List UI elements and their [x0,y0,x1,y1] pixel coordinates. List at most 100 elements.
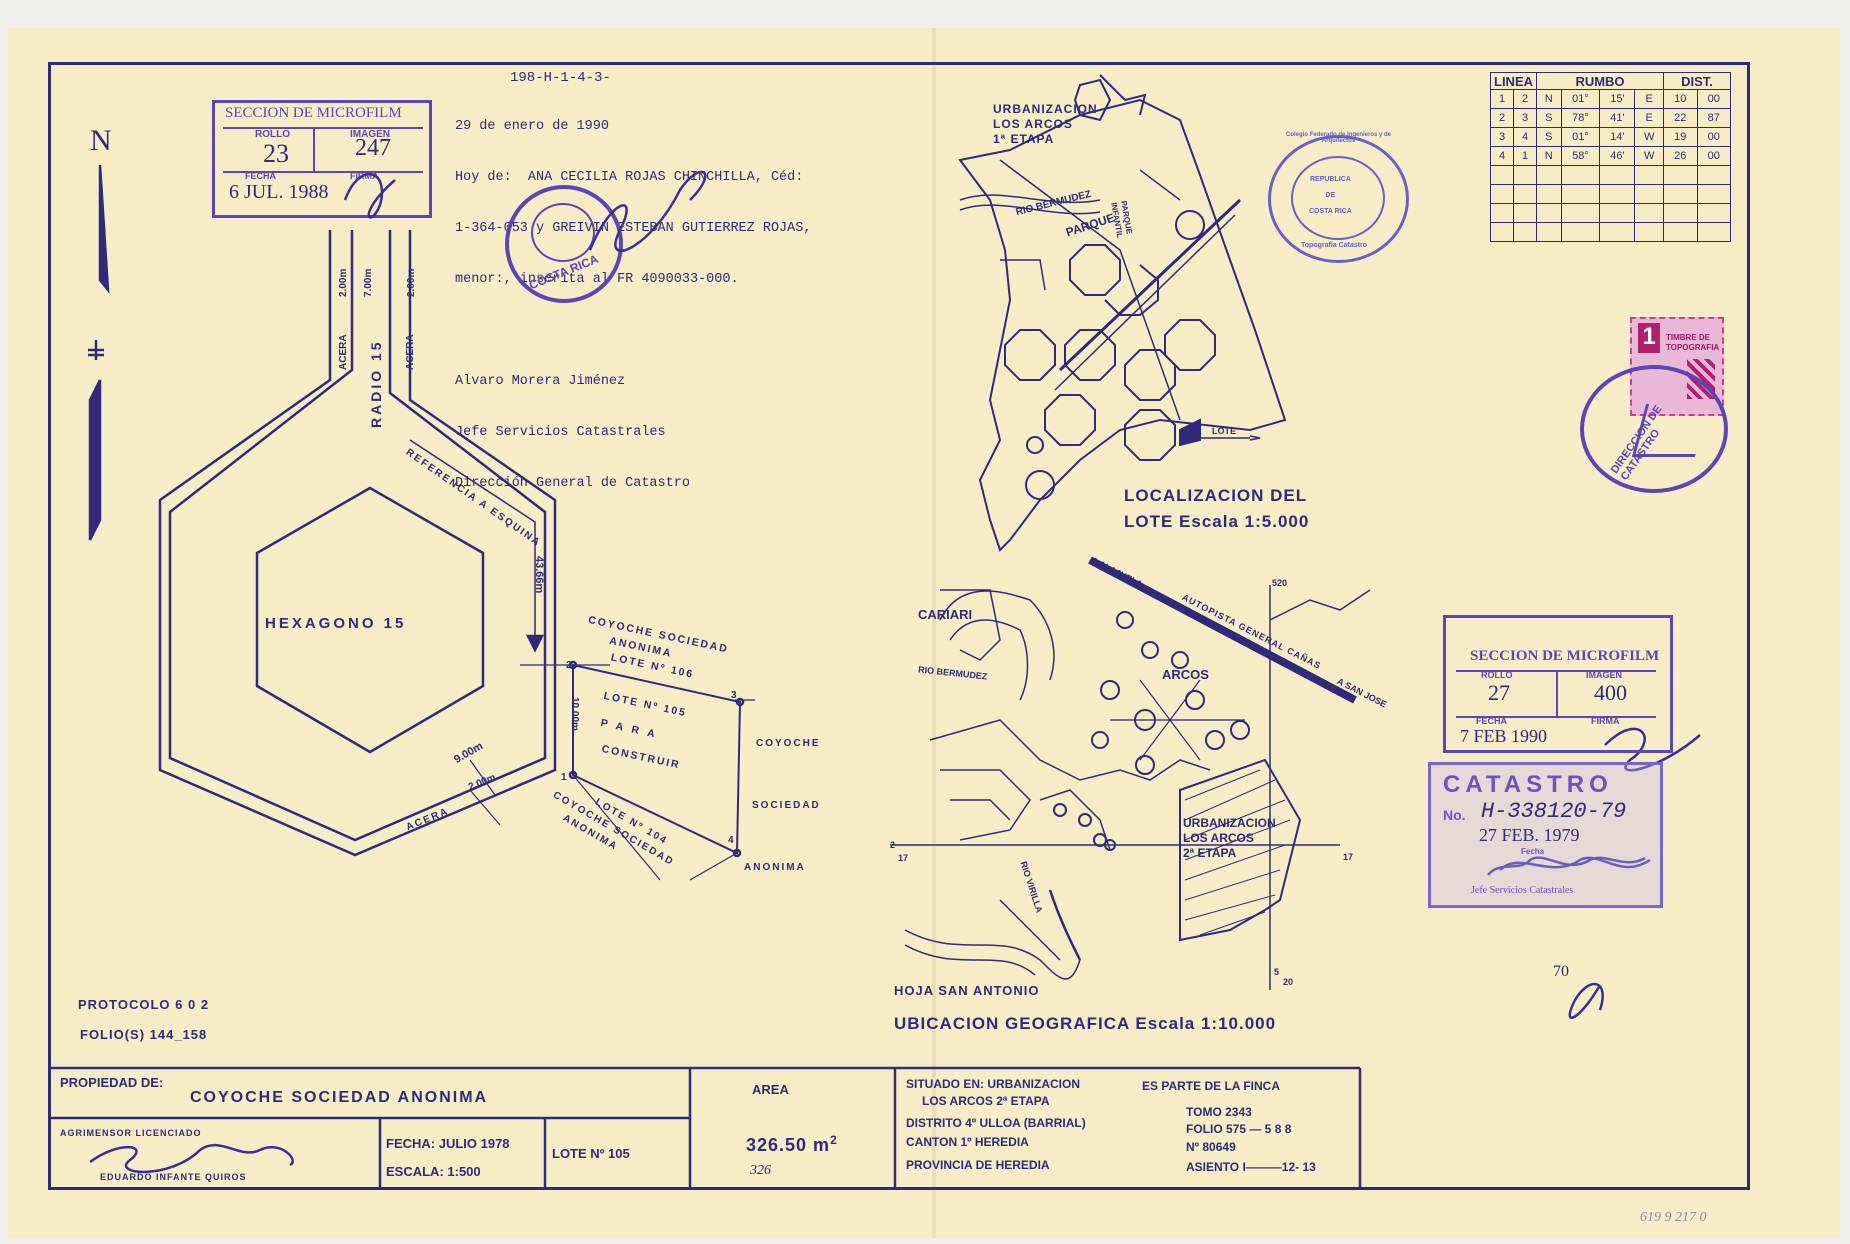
colegio-top: Colegio Federado de Ingenieros y de Arqu… [1285,132,1392,144]
header-dist: DIST. [1663,72,1731,90]
cell: 01° [1560,89,1601,109]
rollo-label: ROLLO [1481,670,1513,680]
label-line: URBANIZACION [993,102,1098,116]
direccion-catastro-seal: DIRECCION DE CATASTRO [1580,365,1728,493]
ubicacion-title: UBICACION GEOGRAFICA Escala 1:10.000 [894,1014,1277,1033]
timbre-value: 1 [1638,323,1660,353]
north-arrow [98,164,110,294]
catastro-title: CATASTRO [1443,771,1613,798]
seal-emblem-icon [531,203,595,262]
header-linea: LINEA [1490,72,1537,90]
label-line: LOS ARCOS [993,117,1073,131]
localizacion-scale: LOTE Escala 1:5.000 [1124,512,1310,531]
cariari-label: CARIARI [918,607,973,622]
costa-rica-seal: COSTA RICA [505,185,623,303]
asiento-value: ASIENTO I———12- 13 [1186,1160,1316,1174]
north-arrow-tail [88,379,102,541]
dim-left: 2.00m [338,268,349,297]
label-line: URBANIZACION [1183,816,1276,830]
label-line: 1ª ETAPA [993,132,1055,146]
distrito-value: DISTRITO 4º ULLOA (BARRIAL) [906,1116,1086,1130]
area-number: 326.50 m [746,1135,831,1155]
annotation-line: Alvaro Morera Jiménez [455,374,626,389]
cell: 87 [1696,108,1731,128]
propiedad-value: COYOCHE SOCIEDAD ANONIMA [190,1089,489,1106]
coord-right: 17 [1343,852,1354,862]
rollo-label: ROLLO [255,129,290,140]
sheet-fold [932,28,936,1238]
dim-right: 2.00m [406,268,417,297]
annotation-line: Jefe Servicios Catastrales [455,425,666,440]
urbanizacion-2-label: URBANIZACION LOS ARCOS 2ª ETAPA [1183,816,1276,861]
dim-10m: 10.00m [569,697,580,731]
drawing-frame [48,62,1750,1190]
cell: 4 [1490,146,1514,166]
cell: 41' [1599,108,1636,128]
protocolo: PROTOCOLO 6 0 2 [78,997,210,1012]
vertex-3: 3 [731,690,737,701]
cell: 46' [1599,146,1636,166]
neighbor-line: SOCIEDAD [752,800,821,811]
cell: 01° [1560,127,1601,147]
imagen-label: IMAGEN [350,129,390,140]
agrimensor-signature [89,1143,294,1174]
localizacion-title: LOCALIZACION DEL [1124,486,1308,505]
cell: 14' [1599,127,1636,147]
footer-code: 619 9 217 0 [1640,1210,1707,1225]
fecha-value: FECHA: JULIO 1978 [386,1136,510,1151]
acera-label-left: ACERA [338,334,349,370]
table-row-empty [1490,222,1731,242]
imagen-value: 400 [1594,680,1627,705]
firma-label: FIRMA [1591,716,1620,726]
urbanizacion-1-label: URBANIZACION LOS ARCOS 1ª ETAPA [993,102,1098,147]
situado-value: LOS ARCOS 2ª ETAPA [922,1094,1050,1108]
catastro-fecha-label: Fecha [1521,847,1545,856]
timbre-label: TIMBRE DE TOPOGRAFIA [1666,333,1720,352]
propiedad-label: PROPIEDAD DE: [60,1075,164,1090]
catastro-no-label: No. [1443,807,1466,823]
catastro-date: 27 FEB. 1979 [1479,825,1580,845]
label-line: 2ª ETAPA [1183,846,1237,860]
catastro-jefe: Jefe Servicios Catastrales [1471,885,1574,896]
cell: 1 [1513,146,1537,166]
urbanizacion-outline [958,98,1287,552]
catastro-stamp: CATASTRO No. H-338120-79 27 FEB. 1979 Fe… [1428,762,1663,908]
lote-pointer-label: LOTE [1212,426,1236,436]
annotation-code: 198-H-1-4-3- [510,70,611,86]
agrimensor-label: AGRIMENSOR LICENCIADO [60,1128,202,1138]
rollo-value: 27 [1488,680,1510,705]
header-rumbo: RUMBO [1536,72,1664,90]
arcos-label: ARCOS [1162,667,1209,682]
cell: 00 [1696,127,1731,147]
fecha-label: FECHA [1476,716,1507,726]
cell: 1 [1490,89,1514,109]
annotation-line: Dirección General de Catastro [455,476,690,491]
finca-label: ES PARTE DE LA FINCA [1142,1079,1281,1093]
radio-label: RADIO 15 [368,339,384,428]
cell: 19 [1663,127,1698,147]
cell: 3 [1490,127,1514,147]
imagen-value: 247 [355,135,391,161]
cell: 2 [1513,89,1537,109]
seal-line: REPUBLICA [1309,176,1351,183]
microfilm-title: SECCION DE MICROFILM [1470,648,1660,664]
area-unit-exponent: 2 [830,1133,838,1147]
fecha-label: FECHA [245,171,276,181]
cell: E [1634,89,1664,109]
neighbor-line: ANONIMA [744,862,806,873]
north-label: N [90,124,112,157]
folios: FOLIO(S) 144_158 [80,1027,208,1042]
dist-label: 43.66m [533,556,545,594]
escala-value: ESCALA: 1:500 [386,1164,481,1179]
vertex-2: 2 [566,660,572,671]
folio-value: FOLIO 575 — 5 8 8 [1186,1122,1292,1136]
fecha-value: 6 JUL. 1988 [229,181,329,203]
neighbor-line: COYOCHE [756,738,821,749]
annotation-line: Hoy de: ANA CECILIA ROJAS CHINCHILLA, Cé… [455,170,804,185]
seal-emblem-icon [1631,404,1710,457]
cell: S [1536,108,1562,128]
cell: 22 [1663,108,1698,128]
